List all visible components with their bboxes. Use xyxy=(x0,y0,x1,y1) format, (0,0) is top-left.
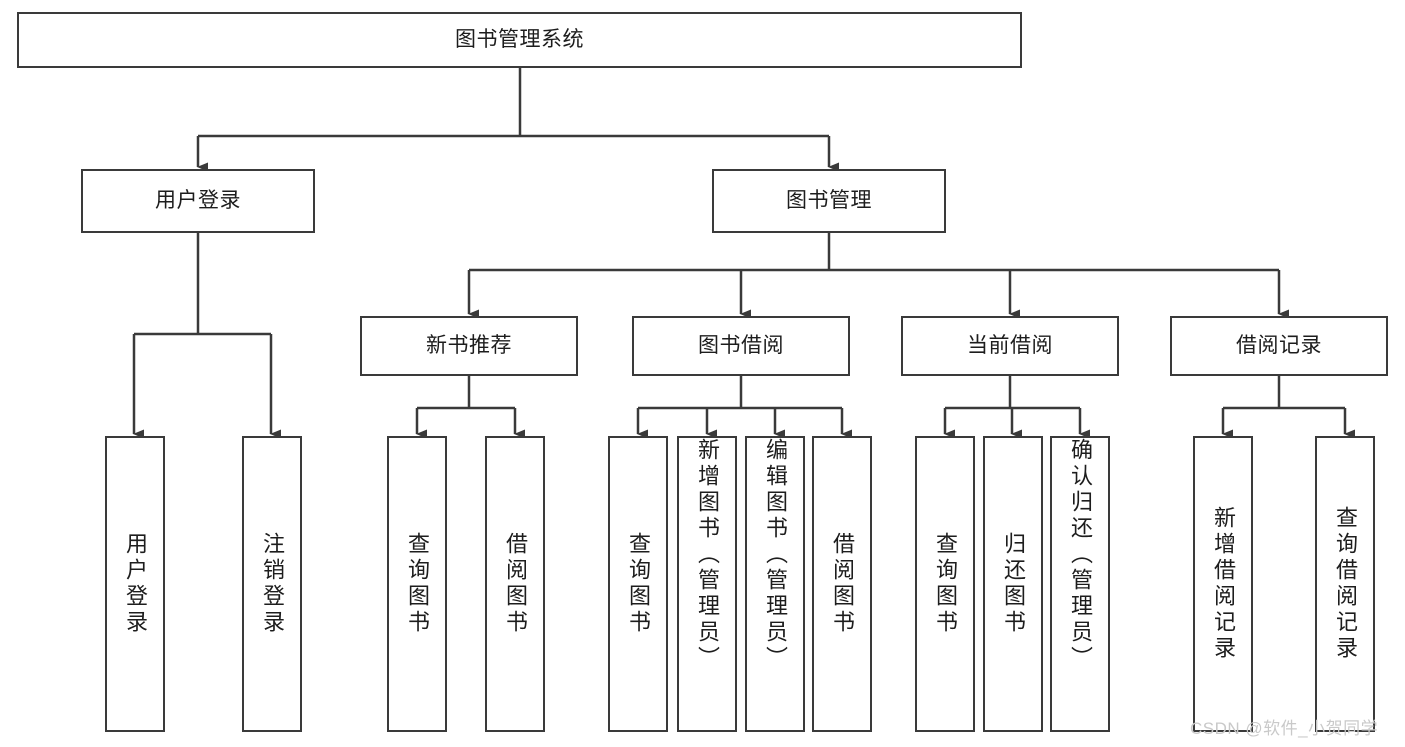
node-label: 注销登录 xyxy=(259,532,285,636)
node-label: 编辑图书（管理员） xyxy=(762,438,788,672)
node-label: 查询图书 xyxy=(932,532,958,636)
node-leaf-query-book-current[interactable]: 查询图书 xyxy=(915,436,975,732)
node-label: 借阅记录 xyxy=(1236,333,1322,357)
edge-lines xyxy=(132,68,1355,439)
csdn-watermark: CSDN @软件_小贺同学 xyxy=(1190,719,1379,738)
node-label: 查询借阅记录 xyxy=(1332,506,1358,662)
node-leaf-user-login[interactable]: 用户登录 xyxy=(105,436,165,732)
node-current-borrow[interactable]: 当前借阅 xyxy=(901,316,1119,376)
node-leaf-add-book-admin[interactable]: 新增图书（管理员） xyxy=(677,436,737,732)
node-leaf-borrow-book-rec[interactable]: 借阅图书 xyxy=(485,436,545,732)
node-label: 图书管理系统 xyxy=(455,27,584,51)
node-borrow-record[interactable]: 借阅记录 xyxy=(1170,316,1388,376)
node-label: 新书推荐 xyxy=(426,333,512,357)
node-label: 查询图书 xyxy=(625,532,651,636)
node-label: 归还图书 xyxy=(1000,532,1026,636)
node-leaf-return-book[interactable]: 归还图书 xyxy=(983,436,1043,732)
node-label: 图书借阅 xyxy=(698,333,784,357)
node-label: 新增借阅记录 xyxy=(1210,506,1236,662)
node-new-book-recommend[interactable]: 新书推荐 xyxy=(360,316,578,376)
node-leaf-query-borrow-record[interactable]: 查询借阅记录 xyxy=(1315,436,1375,732)
node-book-borrow[interactable]: 图书借阅 xyxy=(632,316,850,376)
node-label: 确认归还（管理员） xyxy=(1067,438,1093,672)
node-leaf-query-book-borrow[interactable]: 查询图书 xyxy=(608,436,668,732)
node-label: 借阅图书 xyxy=(829,532,855,636)
node-label: 借阅图书 xyxy=(502,532,528,636)
node-label: 查询图书 xyxy=(404,532,430,636)
node-leaf-add-borrow-record[interactable]: 新增借阅记录 xyxy=(1193,436,1253,732)
node-book-manage[interactable]: 图书管理 xyxy=(712,169,946,233)
node-leaf-confirm-return-admin[interactable]: 确认归还（管理员） xyxy=(1050,436,1110,732)
node-leaf-logout[interactable]: 注销登录 xyxy=(242,436,302,732)
node-label: 当前借阅 xyxy=(967,333,1053,357)
node-label: 新增图书（管理员） xyxy=(694,438,720,672)
node-leaf-edit-book-admin[interactable]: 编辑图书（管理员） xyxy=(745,436,805,732)
node-leaf-borrow-book[interactable]: 借阅图书 xyxy=(812,436,872,732)
node-label: 图书管理 xyxy=(786,188,872,212)
node-label: 用户登录 xyxy=(122,532,148,636)
node-root[interactable]: 图书管理系统 xyxy=(17,12,1022,68)
node-label: 用户登录 xyxy=(155,188,241,212)
node-leaf-query-book-rec[interactable]: 查询图书 xyxy=(387,436,447,732)
node-user-login[interactable]: 用户登录 xyxy=(81,169,315,233)
